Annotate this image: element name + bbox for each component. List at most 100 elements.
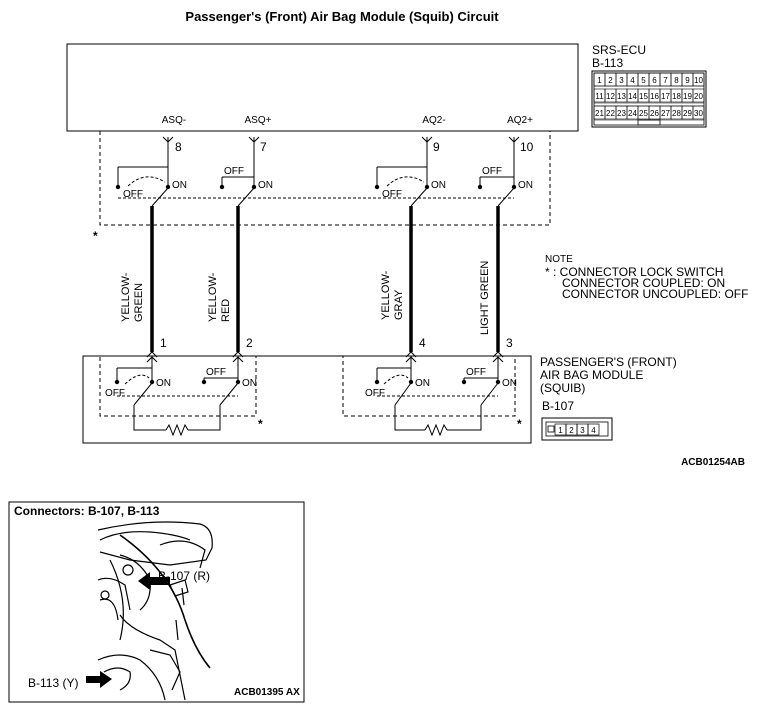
locator-dashboard-illustration [97,521,213,701]
ecu-connector-pin-number: 12 [606,92,615,101]
ecu-connector-pin-number: 19 [683,92,692,101]
ecu-connector-pin-number: 29 [683,109,692,118]
module-switch-contacts [114,379,501,385]
ecu-switch-contacts [115,184,517,190]
module-pin-1: 1 [160,336,167,350]
wire-4-color-line1: YELLOW- [380,270,392,320]
ecu-connector-pin-number: 13 [617,92,626,101]
ecu-connector-pin-number: 18 [672,92,681,101]
ecu-connector-pin-number: 27 [661,109,670,118]
ecu-sw3-on: ON [431,180,446,191]
ecu-connector-pin-number: 14 [628,92,637,101]
ecu-connector-pin-number: 3 [619,76,624,85]
ecu-connector-id: B-113 [592,56,623,70]
ecu-connector-pin-number: 23 [617,109,626,118]
mod-sw2-off: OFF [206,367,226,378]
harness-wires [150,206,500,352]
module-connector-pin-number: 4 [591,426,596,435]
ecu-connector-pin-cell [692,72,705,87]
module-asterisk-left: * [258,417,263,431]
module-pin-4: 4 [419,336,426,350]
note-line-3: CONNECTOR UNCOUPLED: OFF [562,287,748,301]
ecu-pin-asq-minus: 8 [175,140,182,154]
ecu-asterisk: * [93,229,98,243]
ecu-connector-pin-cell [692,105,705,120]
ecu-connector-pin-number: 9 [685,76,690,85]
module-connector-pin-number: 1 [558,426,563,435]
terminal-asq-minus-label: ASQ- [162,115,186,126]
ecu-sw1-off: OFF [123,189,143,200]
ecu-switches [117,136,520,207]
module-pin-3: 3 [506,336,513,350]
mod-sw1-off: OFF [105,388,125,399]
module-lock-switch-enclosure-left [99,355,257,417]
note-line-1: * : CONNECTOR LOCK SWITCH [545,265,723,279]
ecu-connector-pin-number: 24 [628,109,637,118]
mod-sw4-on: ON [502,378,517,389]
locator-b113-callout: B-113 (Y) [28,676,78,690]
ecu-connector-pin-number: 5 [641,76,646,85]
ecu-connector-pin-number: 25 [639,109,648,118]
wire-2-color-line2: RED [220,299,232,322]
ecu-pin-aq2-plus: 10 [520,140,534,154]
locator-b113-arrow [86,671,112,688]
ecu-sw4-off: OFF [482,166,502,177]
ecu-connector-pin-number: 20 [694,92,703,101]
ecu-pin-aq2-minus: 9 [433,140,440,154]
module-name-line-1: PASSENGER'S (FRONT) [540,355,677,369]
ecu-connector-pin-number: 7 [663,76,668,85]
ecu-connector-pin-number: 6 [652,76,657,85]
wire-1-color-line1: YELLOW- [120,272,132,322]
ecu-connector-pin-number: 10 [694,76,703,85]
ecu-connector-pin-number: 22 [606,109,615,118]
ecu-connector-pin-number: 17 [661,92,670,101]
note-line-2: CONNECTOR COUPLED: ON [562,276,725,290]
ecu-connector-pin-number: 26 [650,109,659,118]
module-name-line-2: AIR BAG MODULE [540,368,643,382]
note-title: NOTE [545,254,573,265]
terminal-asq-plus-label: ASQ+ [245,115,272,126]
wire-4-color-line2: GRAY [393,289,405,320]
mod-sw4-off: OFF [466,367,486,378]
module-box [82,355,532,444]
wire-1-color-line2: GREEN [133,283,145,322]
module-connector-pin-cell [587,423,600,436]
ecu-box [66,43,579,132]
ecu-connector-pin-number: 21 [595,109,604,118]
mod-sw3-off: OFF [365,388,385,399]
locator-b107-callout: B-107 (R) [158,569,210,583]
mod-sw1-on: ON [156,378,171,389]
ecu-connector-pin-number: 15 [639,92,648,101]
ecu-connector-pin-number: 16 [650,92,659,101]
locator-figure-code: ACB01395 AX [234,687,300,698]
module-asterisk-right: * [517,417,522,431]
ecu-connector-pin-cell [692,88,705,103]
ecu-connector-pin-number: 2 [608,76,613,85]
module-connector-pin-number: 3 [580,426,585,435]
diagram-title: Passenger's (Front) Air Bag Module (Squi… [185,9,499,24]
ecu-sw3-off: OFF [382,189,402,200]
module-pin-2: 2 [246,336,253,350]
ecu-sw4-on: ON [518,180,533,191]
mod-sw2-on: ON [242,378,257,389]
ecu-sw1-on: ON [172,180,187,191]
ecu-connector-pin-number: 30 [694,109,703,118]
module-connector-pin-number: 2 [569,426,574,435]
module-name-line-3: (SQUIB) [540,381,585,395]
diagram-figure-code: ACB01254AB [681,457,745,468]
ecu-sw2-off: OFF [224,166,244,177]
ecu-lock-switch-enclosure [99,131,551,226]
wire-3-color: LIGHT GREEN [479,261,491,335]
ecu-connector-pin-number: 28 [672,109,681,118]
ecu-connector-pin-number: 8 [674,76,679,85]
module-connector-id: B-107 [542,399,574,413]
locator-b107-arrow [138,572,170,590]
ecu-connector-pin-number: 4 [630,76,635,85]
ecu-sw2-on: ON [258,180,273,191]
module-switches [116,351,504,437]
locator-title: Connectors: B-107, B-113 [14,504,160,518]
module-lock-switch-enclosure-right [342,355,516,417]
